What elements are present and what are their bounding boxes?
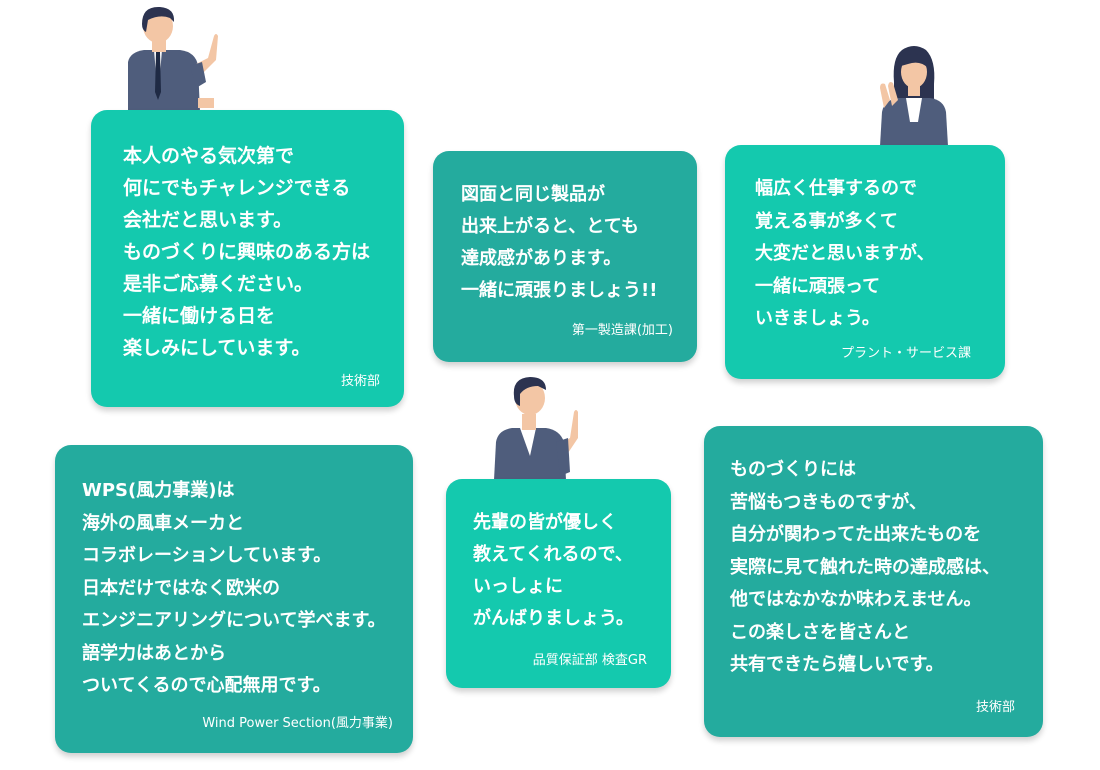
testimonial-line: 先輩の皆が優しく (473, 512, 617, 533)
department-label: Wind Power Section(風力事業) (202, 716, 393, 731)
testimonial-card-3: 幅広く仕事するので 覚える事が多くて 大変だと思いますが、 一緒に頑張って いき… (725, 145, 1005, 379)
testimonial-text: 先輩の皆が優しく 教えてくれるので、 いっしょに がんばりましょう。 (473, 507, 671, 635)
testimonial-line: WPS(風力事業)は (82, 480, 235, 501)
testimonial-line: 覚える事が多くて (755, 210, 898, 232)
testimonial-line: 本人のやる気次第で (123, 145, 295, 167)
testimonial-line: 図面と同じ製品が (461, 184, 605, 205)
department-label: 技術部 (975, 700, 1015, 715)
testimonial-line: 幅広く仕事するので (755, 178, 917, 199)
testimonial-line: 海外の風車メーカと (82, 512, 244, 534)
testimonial-line: 一緒に頑張って (755, 275, 881, 297)
testimonial-line: 何にでもチャレンジできる (123, 177, 351, 199)
testimonial-card-2: 図面と同じ製品が 出来上がると、とても 達成感があります。 一緒に頑張りましょう… (433, 151, 697, 362)
testimonial-line: がんばりましょう。 (473, 608, 634, 629)
woman-clapping-illustration (880, 46, 948, 146)
testimonial-line: 日本だけではなく欧米の (82, 577, 280, 599)
department-label: プラント・サービス課 (840, 346, 971, 361)
testimonial-line: コラボレーションしています。 (82, 545, 332, 566)
testimonial-line: ものづくりには (730, 459, 856, 480)
testimonial-card-5: 先輩の皆が優しく 教えてくれるので、 いっしょに がんばりましょう。 品質保証部… (446, 479, 671, 688)
testimonial-line: 会社だと思います。 (123, 209, 293, 231)
testimonial-line: 教えてくれるので、 (473, 544, 633, 565)
testimonial-line: 出来上がると、とても (461, 216, 639, 237)
testimonial-text: ものづくりには 苦悩もつきものですが、 自分が関わってた出来たものを 実際に見て… (730, 454, 1043, 682)
department-label: 技術部 (340, 374, 380, 389)
testimonial-text: 本人のやる気次第で 何にでもチャレンジできる 会社だと思います。 ものづくりに興… (123, 140, 404, 364)
testimonial-line: 達成感があります。 (461, 248, 622, 269)
department-label: 品質保証部 検査GR (532, 653, 647, 668)
testimonial-line: 大変だと思いますが、 (755, 243, 935, 264)
testimonial-text: WPS(風力事業)は 海外の風車メーカと コラボレーションしています。 日本だけ… (82, 475, 413, 703)
testimonial-line: ついてくるので心配無用です。 (82, 675, 331, 696)
testimonial-line: 一緒に頑張りましょう!! (461, 280, 658, 301)
testimonial-line: 語学力はあとから (82, 642, 226, 664)
testimonial-line: いっしょに (473, 576, 563, 597)
testimonial-card-6: ものづくりには 苦悩もつきものですが、 自分が関わってた出来たものを 実際に見て… (704, 426, 1043, 737)
man-pointing-illustration (128, 6, 218, 112)
testimonial-card-4: WPS(風力事業)は 海外の風車メーカと コラボレーションしています。 日本だけ… (55, 445, 413, 753)
testimonial-line: いきましょう。 (755, 308, 880, 329)
testimonial-line: エンジニアリングについて学べます。 (82, 610, 386, 631)
testimonial-line: 苦悩もつきものですが、 (730, 491, 927, 513)
testimonial-line: 共有できたら嬉しいです。 (730, 654, 944, 675)
testimonial-text: 幅広く仕事するので 覚える事が多くて 大変だと思いますが、 一緒に頑張って いき… (755, 173, 1005, 336)
testimonial-line: 是非ご応募ください。 (123, 273, 314, 295)
testimonial-line: ものづくりに興味のある方は (123, 241, 371, 263)
testimonial-line: 自分が関わってた出来たものを (730, 524, 982, 545)
testimonial-line: 他ではなかなか味わえません。 (730, 589, 982, 610)
department-label: 第一製造課(加工) (571, 323, 673, 338)
testimonial-line: 一緒に働ける日を (123, 305, 276, 327)
testimonial-line: 楽しみにしています。 (123, 337, 311, 359)
testimonial-text: 図面と同じ製品が 出来上がると、とても 達成感があります。 一緒に頑張りましょう… (461, 179, 697, 307)
testimonial-line: この楽しさを皆さんと (730, 621, 910, 643)
testimonial-card-1: 本人のやる気次第で 何にでもチャレンジできる 会社だと思います。 ものづくりに興… (91, 110, 404, 407)
testimonial-line: 実際に見て触れた時の達成感は、 (730, 556, 1000, 578)
man-pointing-side-illustration (494, 377, 578, 480)
